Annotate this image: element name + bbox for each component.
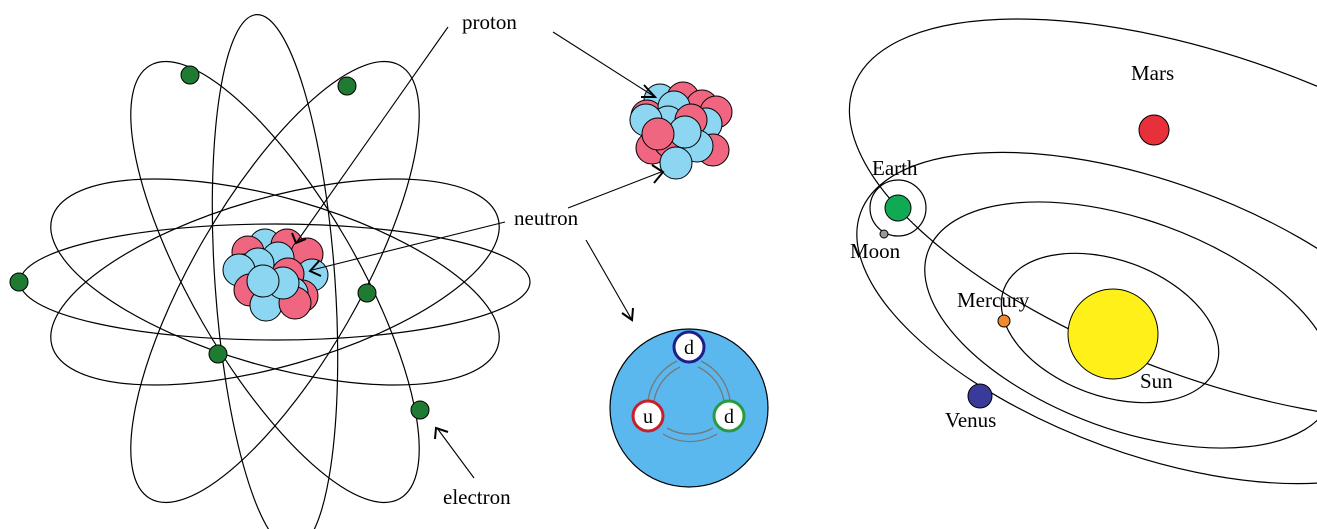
mercury [997, 314, 1011, 328]
mars-label: Mars [1131, 61, 1174, 85]
neutron-label: neutron [514, 206, 579, 230]
electron [9, 272, 29, 292]
earth-label: Earth [872, 156, 918, 180]
electron [357, 283, 377, 303]
nucleus-cluster [629, 81, 733, 180]
venus-orbit [924, 201, 1317, 449]
neutron-body [609, 328, 769, 488]
venus [967, 383, 993, 409]
planet-orbits [848, 18, 1317, 485]
quark-up: u [631, 399, 665, 433]
proton-arrow-atom [291, 26, 449, 245]
solar-labels: Mars Earth Moon Mercury Sun Venus [850, 61, 1174, 432]
neutron-particle [246, 264, 280, 298]
electron [208, 344, 228, 364]
electron-orbits [19, 14, 531, 529]
moon-orbit [869, 179, 927, 237]
electrons [9, 65, 430, 420]
sun-label: Sun [1140, 369, 1173, 393]
electron [180, 65, 200, 85]
venus-label: Venus [945, 408, 996, 432]
neutron-arrow-detail [585, 239, 634, 322]
electron [337, 76, 357, 96]
neutron-particle [659, 146, 693, 180]
mercury-label: Mercury [957, 288, 1030, 312]
mercury-orbit [1000, 252, 1220, 404]
sun [1067, 288, 1159, 380]
quark-down-right: d [712, 399, 746, 433]
quark-down-top: d [672, 330, 706, 364]
proton-arrow-cluster [552, 31, 658, 98]
mars-orbit [848, 18, 1317, 422]
proton-particle [641, 117, 675, 151]
neutron-arrow-cluster [567, 164, 665, 209]
mars [1138, 114, 1170, 146]
neutron-quark-structure: d u d [609, 328, 769, 488]
moon [879, 229, 889, 239]
neutron-arrow-atom [308, 221, 506, 277]
atom-diagram [9, 14, 531, 529]
electron [410, 400, 430, 420]
earth [884, 194, 912, 222]
atom-labels: proton neutron electron [291, 10, 665, 509]
electron-label: electron [443, 485, 511, 509]
quark-label-d-top: d [684, 337, 694, 359]
electron-arrow [434, 426, 475, 479]
quark-label-u: u [643, 406, 653, 428]
quark-label-d-right: d [724, 406, 734, 428]
moon-label: Moon [850, 239, 901, 263]
atom-nucleus [222, 228, 329, 322]
gluon-lines [647, 360, 731, 443]
earth-orbit [856, 151, 1317, 485]
solar-system-diagram [848, 18, 1317, 485]
proton-label: proton [462, 10, 517, 34]
